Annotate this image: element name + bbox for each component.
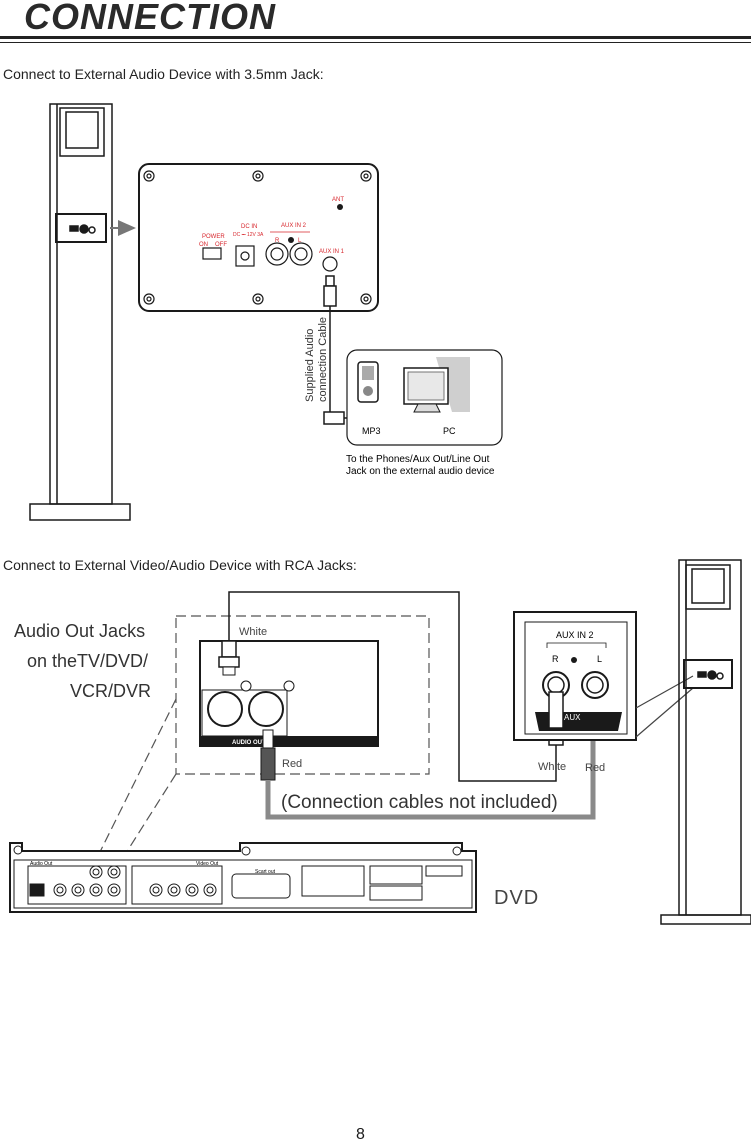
external-device-note-2: Jack on the external audio device [346, 466, 495, 477]
aux-label: AUX [564, 713, 581, 722]
speaker-tower-left [29, 103, 131, 521]
source-label-line2: on theTV/DVD/ [27, 651, 148, 671]
panel-r-label: R [275, 238, 280, 244]
red-cable-label: Red [282, 758, 302, 770]
section2-heading: Connect to External Video/Audio Device w… [3, 557, 357, 573]
zoom-pointer-bottom [635, 687, 694, 738]
panel-aux2-label: AUX IN 2 [281, 223, 307, 229]
panel-aux1-label: AUX IN 1 [319, 249, 345, 255]
device-mp3-label: MP3 [362, 426, 381, 436]
cable-label-line2: connection Cable [317, 317, 329, 402]
panel-l-label: L [298, 238, 302, 244]
section1-heading: Connect to External Audio Device with 3.… [3, 66, 324, 82]
page-title: CONNECTION [24, 0, 276, 37]
source-device-dashed-box [175, 615, 430, 775]
rear-panel: ANT POWER ON OFF DC IN DC ⎓ 12V 3A AUX I… [138, 163, 379, 312]
panel-on-label: ON [199, 242, 208, 248]
zoom-l-label: L [597, 654, 602, 664]
panel-dcin-label: DC IN [241, 224, 257, 230]
zoom-r-label: R [552, 654, 559, 664]
panel-off-label: OFF [215, 242, 227, 248]
title-rule-thick [0, 36, 751, 39]
external-device-note-1: To the Phones/Aux Out/Line Out [346, 454, 490, 465]
white-cable-label-right: White [538, 761, 566, 773]
zoom-aux2-label: AUX IN 2 [556, 630, 594, 640]
audio-out-label: AUDIO OUT [232, 740, 266, 746]
external-devices-box: MP3 PC [346, 349, 503, 446]
title-rule-thin [0, 42, 751, 43]
source-audio-out-panel: AUDIO OUT [199, 640, 379, 747]
white-cable-label: White [239, 626, 267, 638]
panel-power-label: POWER [202, 234, 225, 240]
leader-line-1 [89, 698, 177, 873]
cables-not-included-note: (Connection cables not included) [281, 792, 558, 813]
dvd-video-out-label: Video Out [196, 861, 219, 867]
dvd-label: DVD [494, 887, 539, 909]
cable-label-line1: Supplied Audio [304, 329, 316, 402]
dvd-audio-out-label: Audio Out [30, 861, 53, 867]
dvd-player-rear: Audio Out Video Out Scart out [9, 842, 477, 913]
speaker-tower-right [660, 559, 751, 925]
audio-cable-3-5mm [323, 275, 356, 425]
panel-ant-label: ANT [332, 197, 344, 203]
panel-dc-rating: DC ⎓ 12V 3A [233, 232, 264, 238]
source-label-line1: Audio Out Jacks [14, 621, 145, 641]
source-label-line3: VCR/DVR [70, 681, 151, 701]
dvd-scart-label: Scart out [255, 869, 276, 875]
page-number: 8 [356, 1126, 365, 1143]
red-cable-label-right: Red [585, 762, 605, 774]
aux-in-2-zoom-panel: AUX AUX IN 2 R L [513, 611, 637, 741]
device-pc-label: PC [443, 426, 456, 436]
